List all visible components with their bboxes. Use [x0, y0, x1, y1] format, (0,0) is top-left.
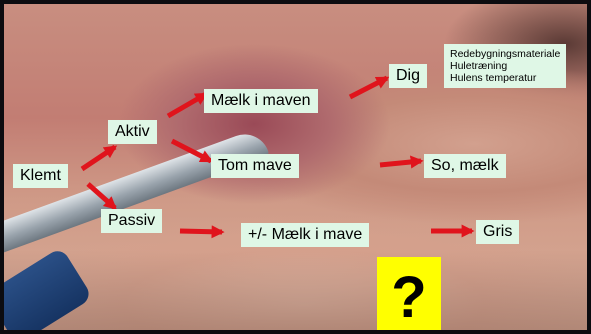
node-gris: Gris	[476, 220, 519, 244]
arrow-aktiv-to-maelk-i-maven	[168, 94, 206, 116]
arrow-maelk-i-maven-to-dig	[350, 78, 387, 97]
node-klemt: Klemt	[13, 164, 68, 188]
node-maelk-i-mave-plusminus: +/- Mælk i mave	[241, 223, 369, 247]
arrow-passiv-to-plusminus	[180, 231, 222, 232]
factor-item: Redebygningsmateriale	[450, 48, 560, 60]
factors-box: Redebygningsmateriale Huletræning Hulens…	[444, 44, 566, 88]
node-maelk-i-maven: Mælk i maven	[204, 89, 318, 113]
question-mark-box: ?	[377, 257, 441, 334]
factor-item: Hulens temperatur	[450, 72, 560, 84]
factor-item: Huletræning	[450, 60, 560, 72]
arrow-aktiv-to-tom-mave	[172, 141, 211, 161]
node-so-maelk: So, mælk	[424, 154, 506, 178]
node-tom-mave: Tom mave	[211, 154, 299, 178]
arrow-tom-mave-to-so-maelk	[380, 161, 421, 165]
arrow-klemt-to-passiv	[88, 184, 115, 208]
node-aktiv: Aktiv	[108, 120, 157, 144]
arrow-klemt-to-aktiv	[82, 147, 115, 169]
node-dig: Dig	[389, 64, 427, 88]
node-passiv: Passiv	[101, 209, 162, 233]
